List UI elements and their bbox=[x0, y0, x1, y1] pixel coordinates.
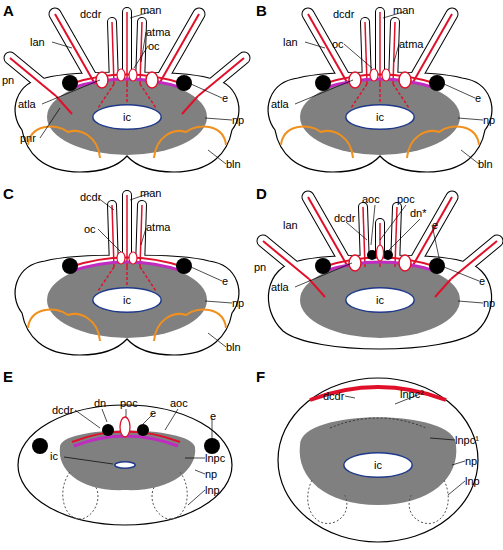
panel-e-section bbox=[18, 405, 232, 525]
cavity-ellipse bbox=[344, 453, 412, 477]
structure-label: np bbox=[205, 468, 217, 481]
structure-label: e bbox=[210, 410, 216, 423]
interior-cavity-node: ic bbox=[92, 287, 162, 313]
structure-label: np bbox=[232, 297, 244, 310]
panel-letter: D bbox=[256, 185, 267, 202]
structure-label: oc bbox=[84, 223, 96, 236]
structure-label: bln bbox=[226, 341, 241, 354]
structure-label: lnpc bbox=[205, 452, 225, 465]
node-text: ic bbox=[343, 452, 413, 478]
structure-label: np bbox=[465, 455, 477, 468]
structure-label: lan bbox=[283, 219, 298, 232]
structure-label: lan bbox=[283, 36, 298, 49]
panel-f-section bbox=[278, 378, 478, 542]
panel-d-section bbox=[263, 197, 497, 349]
interior-cavity-node: ic bbox=[345, 104, 415, 130]
structure-label: man bbox=[393, 4, 414, 17]
structure-label: e bbox=[150, 407, 156, 420]
cavity-ellipse bbox=[115, 462, 135, 468]
structure-label: lnp bbox=[205, 484, 220, 497]
structure-label: dcdr bbox=[80, 8, 101, 21]
structure-label: lnpc¹ bbox=[455, 434, 479, 447]
structure-label: man bbox=[140, 187, 161, 200]
structure-label: bln bbox=[226, 158, 241, 171]
structure-label: man bbox=[140, 4, 161, 17]
structure-label: atma bbox=[146, 26, 170, 39]
structure-label: atma bbox=[146, 221, 170, 234]
node-text: ic bbox=[345, 104, 415, 130]
panel-letter: C bbox=[3, 185, 14, 202]
panel-b-section bbox=[268, 12, 492, 172]
structure-label: e bbox=[222, 92, 228, 105]
structure-label: lnpc² bbox=[400, 388, 424, 401]
structure-label: dcdr bbox=[80, 191, 101, 204]
structure-label: np bbox=[483, 114, 495, 127]
interior-cavity-node: ic bbox=[345, 287, 415, 313]
structure-label: e bbox=[432, 219, 438, 232]
panel-c-section bbox=[15, 195, 239, 355]
structure-label: oc bbox=[332, 38, 344, 51]
structure-label: dn* bbox=[410, 207, 427, 220]
structure-label: dcdr bbox=[323, 390, 344, 403]
node-text: ic bbox=[92, 287, 162, 313]
structure-label: pn bbox=[2, 74, 14, 87]
interior-cavity-node: ic bbox=[343, 452, 413, 478]
structure-label: dcdr bbox=[52, 404, 73, 417]
structure-label: atma bbox=[399, 38, 423, 51]
leader-lines bbox=[40, 12, 483, 505]
structure-label: atla bbox=[271, 98, 289, 111]
cavity-outline bbox=[114, 461, 136, 469]
structure-label: atla bbox=[18, 98, 36, 111]
interior-cavity-node: ic bbox=[92, 104, 162, 130]
node-text: ic bbox=[50, 450, 58, 463]
structure-label: e bbox=[479, 275, 485, 288]
cavity-ellipse bbox=[346, 105, 414, 129]
panel-letter: A bbox=[3, 2, 14, 19]
interior-cavity-node: ic bbox=[114, 461, 136, 469]
structure-label: oc bbox=[148, 40, 160, 53]
node-text: ic bbox=[345, 287, 415, 313]
cavity-ellipse bbox=[93, 288, 161, 312]
structure-label: lnp bbox=[465, 475, 480, 488]
structure-label: e bbox=[475, 92, 481, 105]
node-text: ic bbox=[92, 104, 162, 130]
cavity-ellipse bbox=[93, 105, 161, 129]
structure-label: lan bbox=[30, 36, 45, 49]
panel-letter: E bbox=[3, 368, 13, 385]
structure-label: np bbox=[483, 297, 495, 310]
structure-label: dcdr bbox=[334, 212, 355, 225]
structure-label: e bbox=[222, 275, 228, 288]
structure-label: dn bbox=[94, 397, 106, 410]
cavity-ellipse bbox=[346, 288, 414, 312]
structure-label: bln bbox=[478, 158, 493, 171]
panel-letter: F bbox=[256, 368, 265, 385]
panel-letter: B bbox=[256, 2, 267, 19]
structure-label: pn bbox=[254, 261, 266, 274]
structure-label: dcdr bbox=[333, 8, 354, 21]
structure-label: poc bbox=[397, 193, 415, 206]
structure-label: pnr bbox=[20, 132, 36, 145]
structure-label: aoc bbox=[170, 397, 188, 410]
structure-label: poc bbox=[120, 397, 138, 410]
structure-label: aoc bbox=[362, 193, 380, 206]
structure-label: atla bbox=[271, 281, 289, 294]
structure-label: np bbox=[232, 114, 244, 127]
